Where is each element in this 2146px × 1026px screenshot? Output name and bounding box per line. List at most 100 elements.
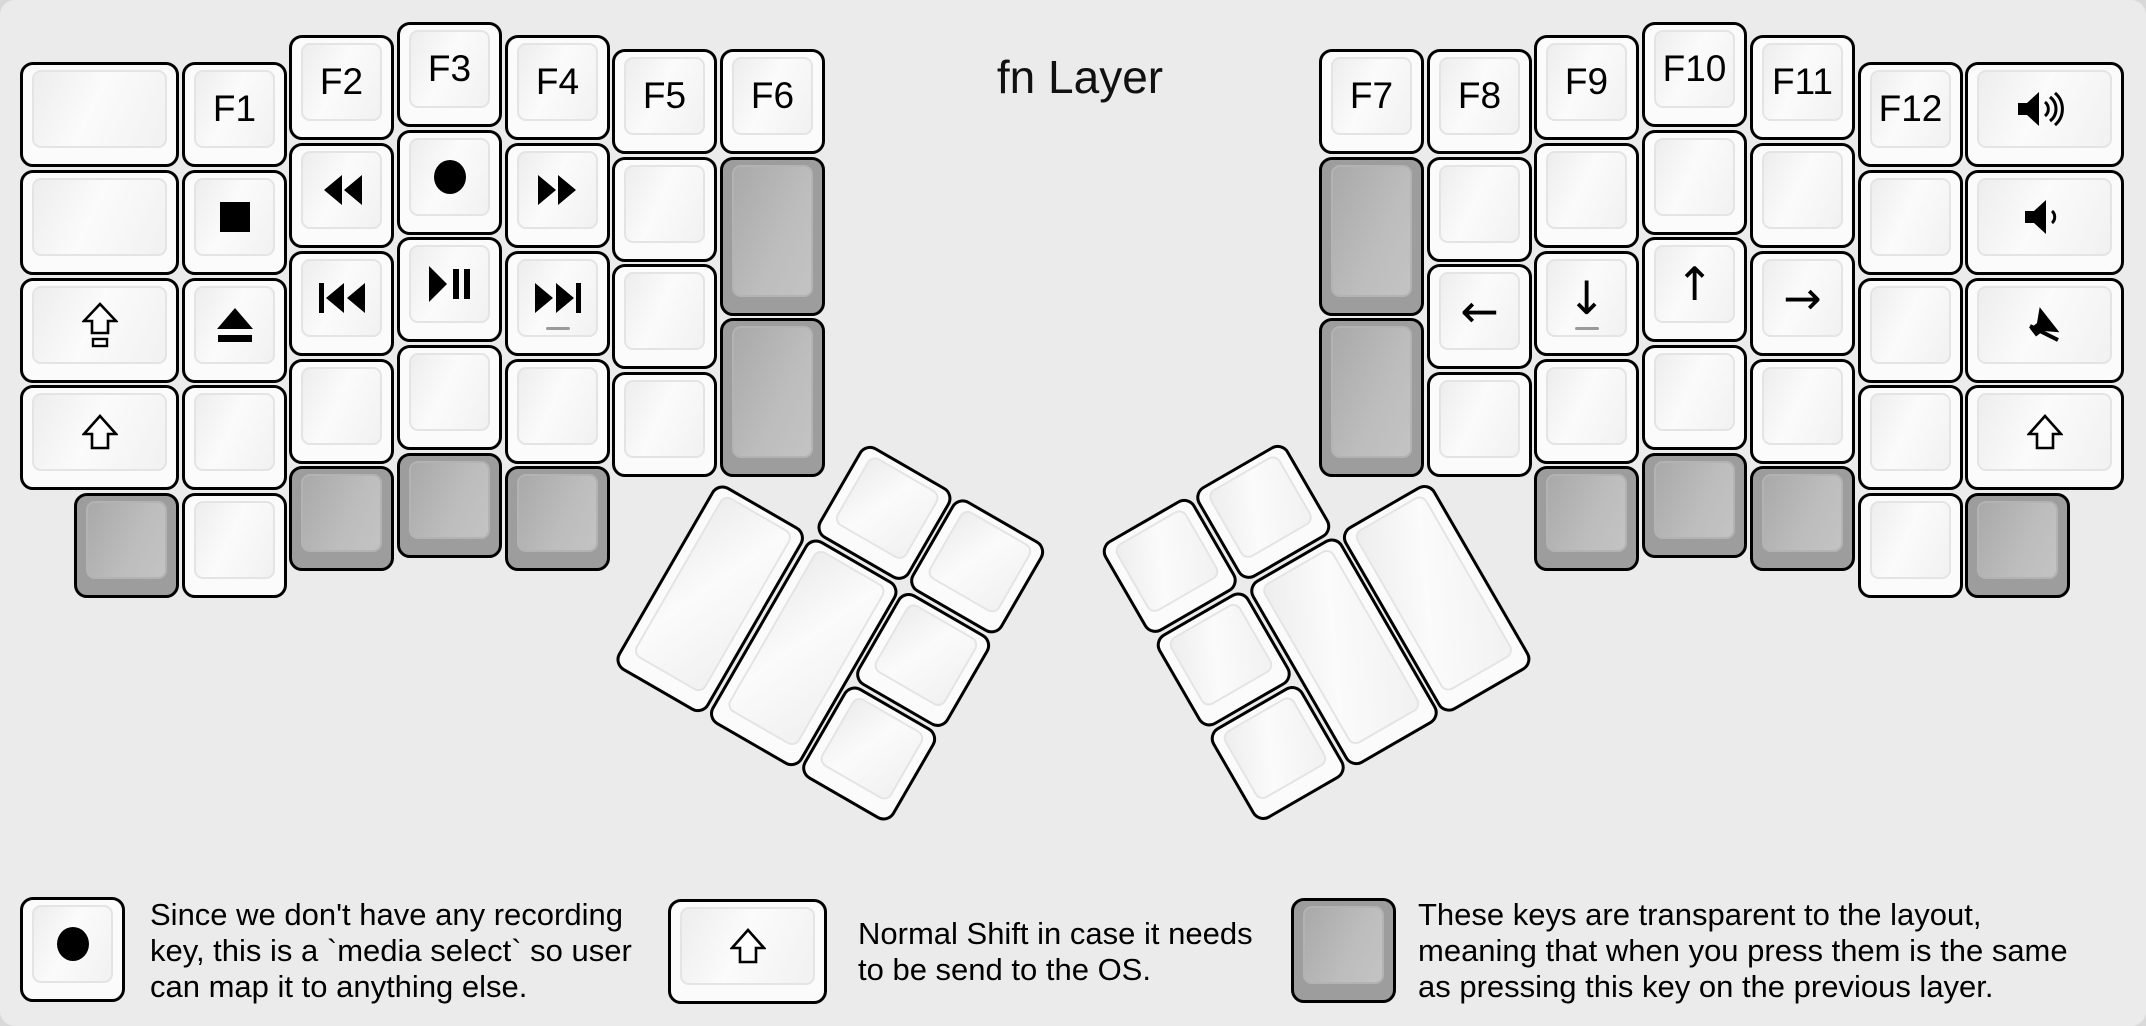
key-blank[interactable]	[1858, 493, 1963, 598]
key-blank[interactable]	[289, 359, 394, 464]
key-blank[interactable]	[505, 359, 610, 464]
keycap-surface	[301, 474, 382, 552]
key-blank[interactable]	[20, 62, 179, 167]
key-shift[interactable]	[20, 385, 179, 490]
key-f11[interactable]: F11	[1750, 35, 1855, 140]
key-f6[interactable]: F6	[720, 49, 825, 154]
key-blank[interactable]	[1427, 157, 1532, 262]
key-blank[interactable]	[182, 493, 287, 598]
key-transparent[interactable]	[1319, 157, 1424, 316]
key-f10[interactable]: F10	[1642, 22, 1747, 127]
keycap-surface	[1546, 474, 1627, 552]
keycap-surface	[517, 151, 598, 229]
shift-icon	[81, 414, 118, 450]
key-next-track[interactable]	[505, 251, 610, 356]
key-blank[interactable]	[612, 372, 717, 477]
key-record	[20, 897, 125, 1002]
keycap-surface	[1762, 367, 1843, 445]
key-transparent	[1291, 898, 1396, 1003]
key-blank[interactable]	[1858, 278, 1963, 383]
key-transparent[interactable]	[74, 493, 179, 598]
key-arrow-right[interactable]: →	[1750, 251, 1855, 356]
key-blank[interactable]	[1427, 372, 1532, 477]
key-label: F10	[1662, 48, 1727, 89]
key-blank[interactable]	[182, 385, 287, 490]
key-volume-down[interactable]	[1965, 170, 2124, 275]
key-f7[interactable]: F7	[1319, 49, 1424, 154]
key-blank[interactable]	[1642, 345, 1747, 450]
key-transparent[interactable]	[720, 157, 825, 316]
key-label: F11	[1771, 61, 1833, 102]
key-blank[interactable]	[20, 170, 179, 275]
homing-bar	[545, 327, 570, 330]
key-blank[interactable]	[1858, 385, 1963, 490]
key-f12[interactable]: F12	[1858, 62, 1963, 167]
key-fast-forward[interactable]	[505, 143, 610, 248]
key-capslock[interactable]	[20, 278, 179, 383]
keycap-surface	[732, 165, 813, 297]
keycap-surface: F7	[1331, 57, 1412, 135]
key-label: F3	[427, 48, 472, 89]
key-arrow-up[interactable]: ↑	[1642, 237, 1747, 342]
keycap-surface	[1331, 165, 1412, 297]
key-blank[interactable]	[612, 264, 717, 369]
key-stop[interactable]	[182, 170, 287, 275]
key-f8[interactable]: F8	[1427, 49, 1532, 154]
keycap-surface	[32, 286, 167, 364]
key-f1[interactable]: F1	[182, 62, 287, 167]
key-f3[interactable]: F3	[397, 22, 502, 127]
key-transparent[interactable]	[289, 466, 394, 571]
key-rewind[interactable]	[289, 143, 394, 248]
key-transparent[interactable]	[397, 453, 502, 558]
key-blank[interactable]	[1534, 359, 1639, 464]
key-transparent[interactable]	[1965, 493, 2070, 598]
key-blank[interactable]	[1750, 143, 1855, 248]
volume-mute-icon	[2022, 304, 2068, 346]
key-prev-track[interactable]	[289, 251, 394, 356]
keycap-surface	[1870, 286, 1951, 364]
keycap-surface: F2	[301, 43, 382, 121]
key-play-pause[interactable]	[397, 237, 502, 342]
arrow-left-icon: ←	[1460, 284, 1499, 338]
key-transparent[interactable]	[505, 466, 610, 571]
key-label: F8	[1457, 75, 1502, 116]
key-transparent[interactable]	[720, 318, 825, 477]
keycap-surface	[1546, 367, 1627, 445]
key-shift[interactable]	[1965, 385, 2124, 490]
key-eject[interactable]	[182, 278, 287, 383]
key-blank[interactable]	[612, 157, 717, 262]
key-volume-mute[interactable]	[1965, 278, 2124, 383]
keycap-surface	[1870, 393, 1951, 471]
keycap-surface: F1	[194, 70, 275, 148]
keycap-surface	[32, 905, 113, 983]
keycap-surface: F9	[1546, 43, 1627, 121]
key-transparent[interactable]	[1750, 466, 1855, 571]
key-blank[interactable]	[1642, 130, 1747, 235]
keycap-surface	[32, 393, 167, 471]
key-blank[interactable]	[1858, 170, 1963, 275]
keycap-surface: F11	[1762, 43, 1843, 121]
arrow-right-icon: →	[1783, 271, 1822, 325]
keycap-surface	[1654, 461, 1735, 539]
key-blank[interactable]	[1750, 359, 1855, 464]
key-volume-up[interactable]	[1965, 62, 2124, 167]
key-arrow-down[interactable]: ↓	[1534, 251, 1639, 356]
key-arrow-left[interactable]: ←	[1427, 264, 1532, 369]
keycap-surface: F6	[732, 57, 813, 135]
keycap-surface: F8	[1439, 57, 1520, 135]
key-record[interactable]	[397, 130, 502, 235]
key-label: F9	[1564, 61, 1609, 102]
key-label: F2	[319, 61, 364, 102]
key-transparent[interactable]	[1319, 318, 1424, 477]
key-transparent[interactable]	[1534, 466, 1639, 571]
key-f4[interactable]: F4	[505, 35, 610, 140]
key-blank[interactable]	[1534, 143, 1639, 248]
keycap-surface	[1977, 70, 2112, 148]
next-track-icon	[534, 282, 581, 314]
key-f5[interactable]: F5	[612, 49, 717, 154]
key-f9[interactable]: F9	[1534, 35, 1639, 140]
key-blank[interactable]	[397, 345, 502, 450]
key-f2[interactable]: F2	[289, 35, 394, 140]
key-transparent[interactable]	[1642, 453, 1747, 558]
